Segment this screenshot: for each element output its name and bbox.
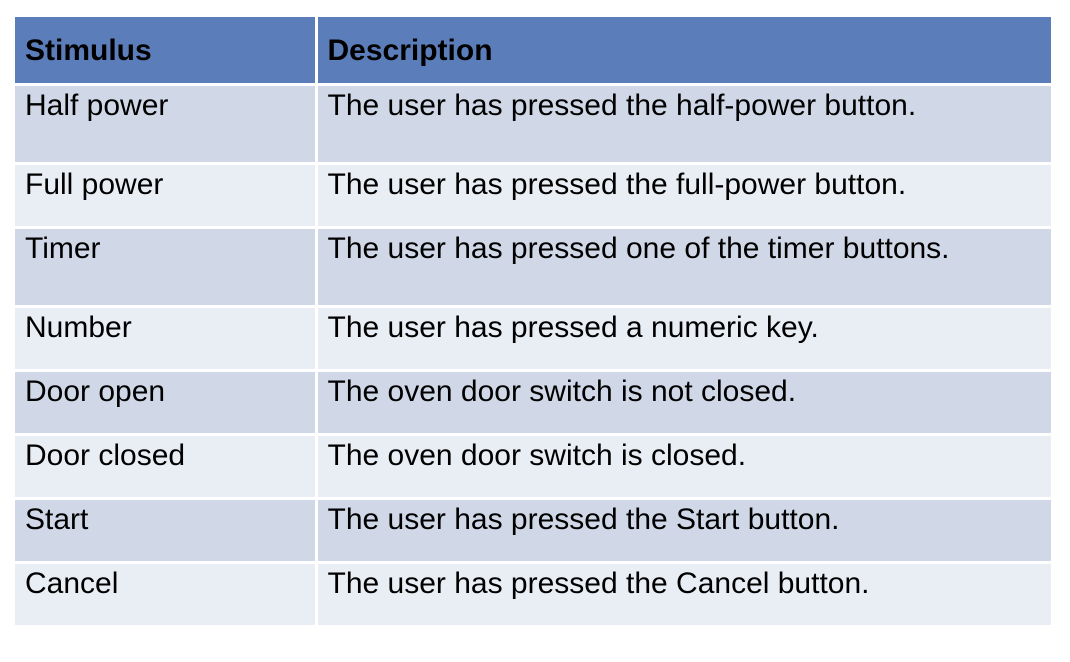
- cell-description: The oven door switch is not closed.: [316, 370, 1051, 436]
- table-row: Door open The oven door switch is not cl…: [15, 370, 1051, 436]
- cell-stimulus: Half power: [15, 84, 318, 165]
- cell-description: The user has pressed the Cancel button.: [316, 562, 1051, 628]
- stimulus-table-container: Stimulus Description Half power The user…: [15, 17, 1051, 628]
- cell-stimulus: Full power: [15, 163, 318, 229]
- cell-stimulus: Number: [15, 306, 318, 372]
- cell-description: The user has pressed the half-power butt…: [316, 84, 1051, 165]
- cell-stimulus: Start: [15, 498, 318, 564]
- header-description: Description: [316, 17, 1051, 86]
- table-row: Number The user has pressed a numeric ke…: [15, 306, 1051, 372]
- cell-description: The user has pressed one of the timer bu…: [316, 227, 1051, 308]
- cell-stimulus: Timer: [15, 227, 318, 308]
- table-header-row: Stimulus Description: [15, 17, 1051, 86]
- table-row: Timer The user has pressed one of the ti…: [15, 227, 1051, 308]
- cell-stimulus: Door closed: [15, 434, 318, 500]
- cell-description: The user has pressed a numeric key.: [316, 306, 1051, 372]
- table-row: Door closed The oven door switch is clos…: [15, 434, 1051, 500]
- cell-description: The user has pressed the full-power butt…: [316, 163, 1051, 229]
- table-row: Cancel The user has pressed the Cancel b…: [15, 562, 1051, 628]
- stimulus-table: Stimulus Description Half power The user…: [15, 17, 1051, 628]
- table-row: Start The user has pressed the Start but…: [15, 498, 1051, 564]
- cell-description: The user has pressed the Start button.: [316, 498, 1051, 564]
- table-row: Full power The user has pressed the full…: [15, 163, 1051, 229]
- header-stimulus: Stimulus: [15, 17, 318, 86]
- cell-description: The oven door switch is closed.: [316, 434, 1051, 500]
- table-row: Half power The user has pressed the half…: [15, 84, 1051, 165]
- cell-stimulus: Door open: [15, 370, 318, 436]
- cell-stimulus: Cancel: [15, 562, 318, 628]
